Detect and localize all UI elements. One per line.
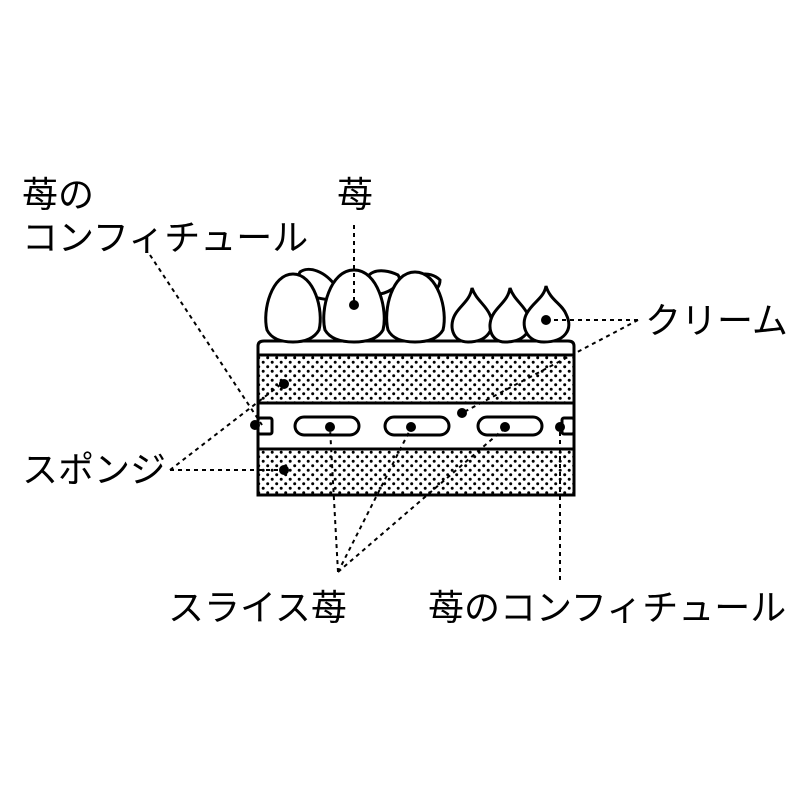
upper-sponge-layer	[256, 353, 576, 405]
label-sliced-strawberry: スライス苺	[168, 588, 347, 629]
label-confiture-bottom: 苺のコンフィチュール	[428, 588, 786, 629]
lower-sponge-layer	[256, 447, 576, 497]
strawberry-3	[385, 270, 446, 344]
dot-cream	[541, 315, 551, 325]
dot-confiture-right	[555, 422, 565, 432]
dot-slice-3	[500, 422, 510, 432]
dot-slice-1	[325, 422, 335, 432]
leader-confiture-top	[149, 254, 263, 426]
cake-body	[256, 339, 576, 497]
cream-dollop-1	[450, 287, 494, 344]
strawberry-slice-2	[383, 415, 451, 437]
leader-lines	[149, 225, 639, 580]
dot-cream-middle	[457, 408, 467, 418]
cream-dollop-3	[522, 285, 571, 344]
label-confiture-top-line2: コンフィチュール	[22, 218, 308, 259]
label-confiture-top-line1: 苺の	[22, 175, 94, 216]
leader-slice-2	[337, 427, 412, 573]
strawberry-slice-3	[476, 415, 544, 437]
top-cream-layer	[256, 339, 576, 357]
labels: 苺の コンフィチュール 苺 クリーム スポンジ スライス苺 苺のコンフィチュール	[22, 175, 788, 629]
leader-dots	[250, 300, 565, 475]
label-sponge: スポンジ	[22, 450, 166, 491]
confiture-left	[256, 416, 274, 436]
dot-sponge-lower	[279, 465, 289, 475]
toppings	[264, 267, 571, 344]
leader-slice-1	[329, 427, 339, 573]
label-strawberry: 苺	[337, 175, 373, 216]
label-cream: クリーム	[645, 301, 788, 342]
leader-sponge-1	[169, 384, 281, 471]
dot-sponge-upper	[279, 379, 289, 389]
dot-confiture-left	[250, 420, 260, 430]
dot-strawberry	[349, 300, 359, 310]
dot-slice-2	[406, 422, 416, 432]
cream-dollop-2	[488, 287, 532, 344]
strawberry-1	[264, 272, 322, 344]
leader-cream-2	[461, 319, 639, 414]
